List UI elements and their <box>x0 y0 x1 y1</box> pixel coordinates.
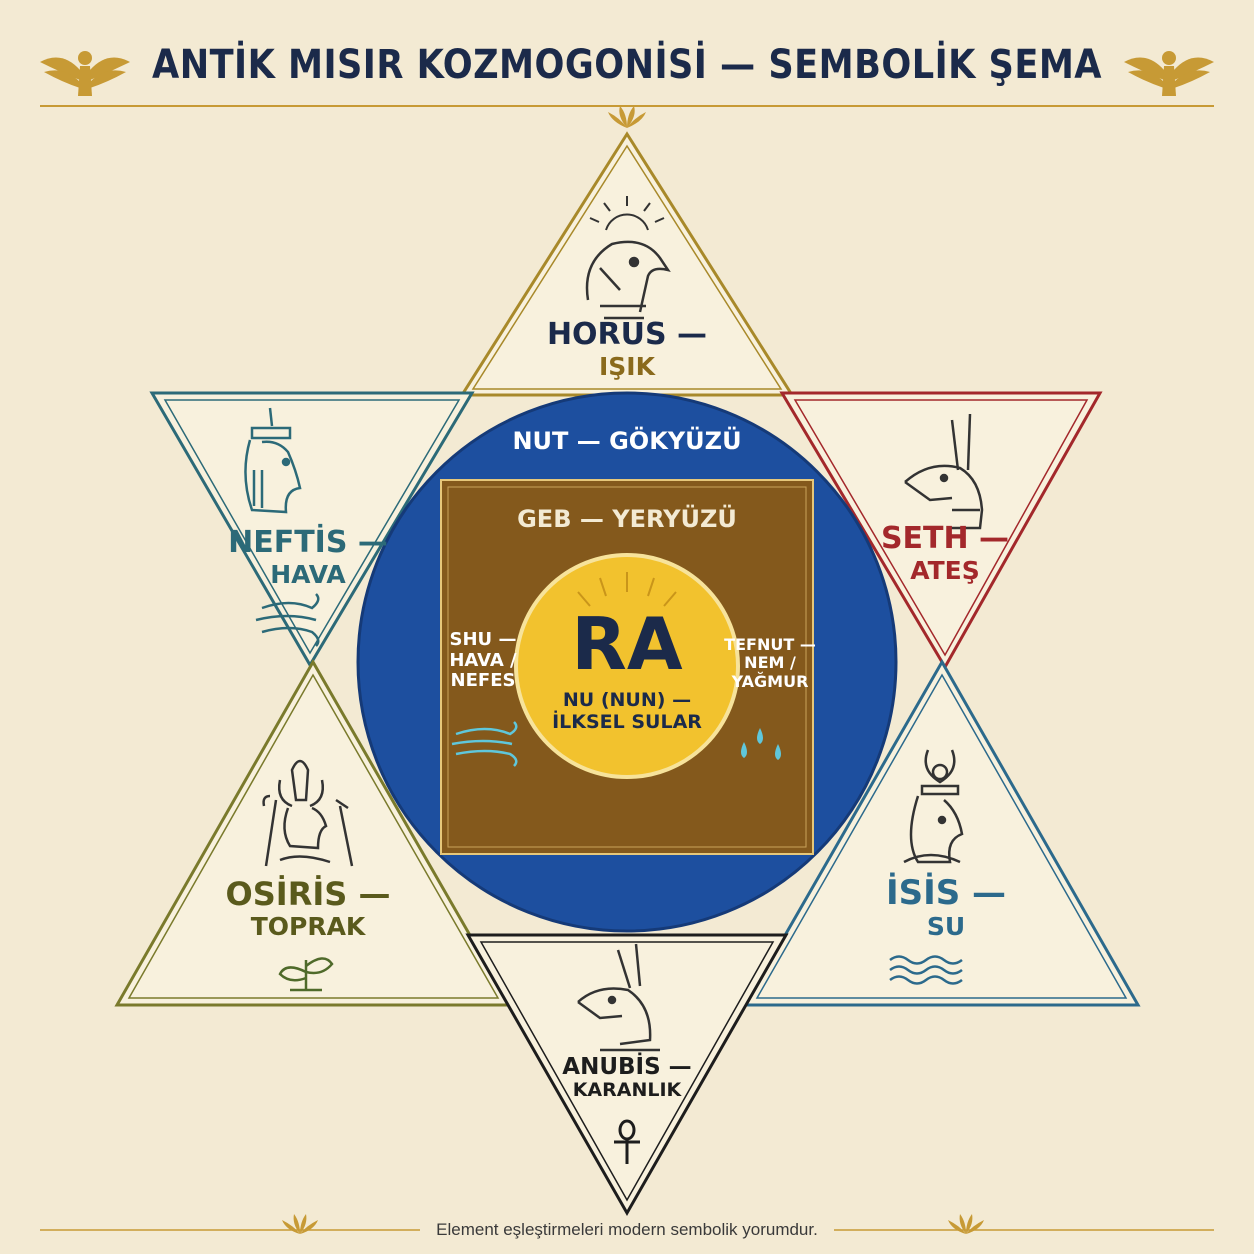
isis-name: İSİS — <box>885 873 1007 913</box>
triangle-neftis <box>149 391 475 668</box>
tefnut-line-3: YAĞMUR <box>731 671 809 691</box>
sprout-icon <box>278 957 334 992</box>
osiris-label: OSİRİS — TOPRAK <box>188 876 428 942</box>
shu-line-3: NEFES <box>450 670 516 692</box>
ra-label: RA <box>571 602 683 686</box>
winged-emblem-left-icon <box>40 51 130 96</box>
tefnut-line-1: TEFNUT — <box>724 635 816 654</box>
nu-label: NU (NUN) — İLKSEL SULAR <box>527 689 727 734</box>
horus-name: HORUS — <box>546 317 708 352</box>
neftis-label: NEFTİS — HAVA <box>198 525 418 589</box>
neftis-name: NEFTİS — <box>228 525 388 560</box>
ra-sun-disk <box>514 553 740 779</box>
goddess-profile-icon <box>244 407 302 514</box>
tefnut-line-2: NEM / <box>744 653 796 673</box>
seth-name: SETH — <box>880 521 1010 556</box>
triangle-osiris <box>114 658 513 1007</box>
rain-drops-icon <box>741 728 781 760</box>
triangle-isis <box>742 658 1141 1007</box>
jackal-head-icon <box>577 943 660 1052</box>
pharaoh-crook-flail-icon <box>262 759 354 867</box>
footer-note: Element eşleştirmeleri modern sembolik y… <box>436 1220 818 1239</box>
anubis-label: ANUBİS — KARANLIK <box>517 1054 737 1102</box>
nu-line-1: NU (NUN) — <box>562 689 692 711</box>
osiris-name: OSİRİS — <box>225 875 391 913</box>
lotus-ornament-footer-right-icon <box>948 1214 984 1234</box>
lotus-ornament-footer-left-icon <box>282 1214 318 1234</box>
horus-element: IŞIK <box>599 351 655 381</box>
sun-icon <box>589 196 665 231</box>
triangle-seth <box>779 391 1103 670</box>
ankh-icon <box>614 1119 640 1164</box>
nut-label: NUT — GÖKYÜZÜ <box>512 427 742 455</box>
osiris-element: TOPRAK <box>250 911 366 941</box>
shu-line-2: HAVA / <box>449 649 517 671</box>
anubis-name: ANUBİS — <box>562 1054 692 1080</box>
anubis-element: KARANLIK <box>572 1079 682 1102</box>
sun-rays-icon <box>577 572 677 607</box>
nu-line-2: İLKSEL SULAR <box>552 710 702 733</box>
lotus-ornament-top-icon <box>608 106 646 128</box>
geb-label: GEB — YERYÜZÜ <box>517 505 737 533</box>
shu-wind-icon <box>451 721 518 767</box>
winged-emblem-right-icon <box>1124 51 1214 96</box>
page-title: ANTİK MISIR KOZMOGONİSİ — SEMBOLİK ŞEMA <box>152 42 1102 88</box>
isis-label: İSİS — SU <box>836 873 1056 942</box>
shu-label: SHU — HAVA / NEFES <box>438 629 528 692</box>
isis-element: SU <box>926 912 966 942</box>
seth-label: SETH — ATEŞ <box>845 521 1045 585</box>
triangle-anubis <box>465 933 789 1217</box>
goddess-horned-crown-icon <box>903 749 964 864</box>
seth-element: ATEŞ <box>910 555 980 585</box>
shu-line-1: SHU — <box>449 629 517 650</box>
falcon-head-icon <box>585 240 671 320</box>
seth-animal-head-icon <box>904 413 984 530</box>
neftis-element: HAVA <box>270 559 346 589</box>
tefnut-label: TEFNUT — NEM / YAĞMUR <box>724 635 816 691</box>
water-waves-icon <box>889 955 963 985</box>
wind-icon <box>255 593 320 647</box>
horus-label: HORUS — IŞIK <box>477 317 777 381</box>
